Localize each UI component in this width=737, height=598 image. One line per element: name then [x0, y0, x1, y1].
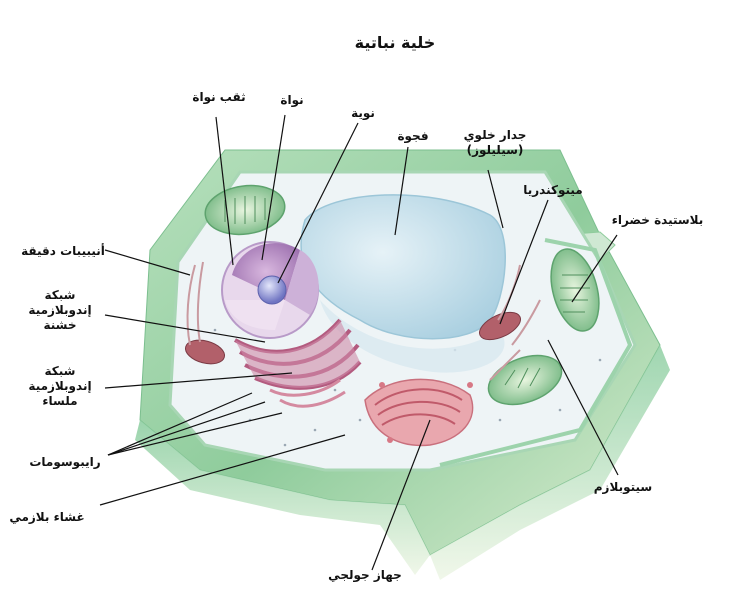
- label-smooth-er-line2: إندوبلازمية: [28, 379, 92, 393]
- label-rough-er: شبكة إندوبلازمية خشنة: [20, 288, 100, 333]
- golgi-shape: [364, 378, 474, 447]
- mitochondrion-shape: [479, 311, 521, 341]
- label-vacuole: فجوة: [397, 129, 429, 143]
- label-rough-er-line3: خشنة: [43, 318, 77, 332]
- nucleolus-shape: [257, 275, 287, 305]
- label-cell-wall-line2: (سيليلوز): [466, 143, 524, 157]
- label-chloroplast: بلاستيدة خضراء: [611, 213, 704, 227]
- label-smooth-er: شبكة إندوبلازمية ملساء: [20, 364, 100, 409]
- label-microtubules: أنيبيبات دقيقة: [21, 244, 105, 258]
- label-plasma-membrane: غشاء بلازمي: [9, 510, 85, 524]
- leader-lines: [99, 114, 619, 571]
- diagram-title: خلية نباتية: [354, 33, 436, 52]
- label-smooth-er-line1: شبكة: [44, 364, 76, 378]
- label-mitochondria: ميتوكندريا: [523, 183, 583, 197]
- label-cell-wall-line1: جدار خلوي: [463, 128, 527, 142]
- label-smooth-er-line3: ملساء: [42, 394, 78, 408]
- label-rough-er-line1: شبكة: [44, 288, 76, 302]
- label-cytoplasm: سيتوبلازم: [593, 480, 653, 494]
- label-nuclear-pore: ثقب نواة: [192, 90, 246, 104]
- label-golgi: جهاز جولجي: [328, 568, 402, 582]
- label-ribosomes: رايبوسومات: [29, 455, 101, 469]
- label-nucleolus: نوية: [351, 106, 375, 120]
- label-nucleus: نواة: [280, 93, 304, 107]
- label-rough-er-line2: إندوبلازمية: [28, 303, 92, 317]
- label-cell-wall: جدار خلوي (سيليلوز): [455, 128, 535, 158]
